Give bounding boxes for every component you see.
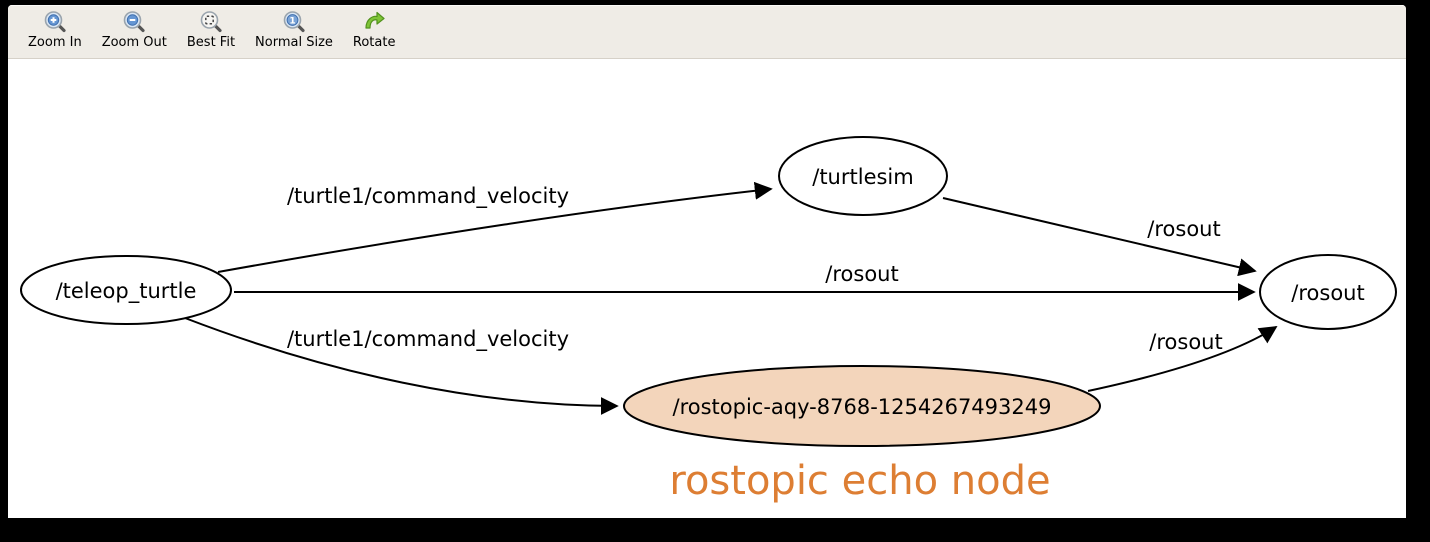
edge-teleop-to-rostopic <box>184 317 619 415</box>
zoom-in-button[interactable]: Zoom In <box>18 6 92 58</box>
edge-teleop-to-turtlesim <box>217 181 773 273</box>
node-graph-svg: /turtle1/command_velocity /rosout /turtl… <box>20 136 1397 504</box>
node-label-rosout: /rosout <box>1291 281 1364 305</box>
edge-label-rosout-upper-right: /rosout <box>1147 217 1220 241</box>
svg-text:1: 1 <box>289 16 295 26</box>
rotate-label: Rotate <box>352 35 396 50</box>
node-label-rostopic-echo: /rostopic-aqy-8768-1254267493249 <box>673 395 1052 419</box>
best-fit-icon <box>198 9 224 35</box>
node-rosout[interactable]: /rosout <box>1259 254 1397 330</box>
zoom-out-label: Zoom Out <box>101 35 167 50</box>
normal-size-label: Normal Size <box>255 35 333 50</box>
node-turtlesim[interactable]: /turtlesim <box>778 136 948 216</box>
node-rostopic-echo[interactable]: /rostopic-aqy-8768-1254267493249 <box>623 365 1101 447</box>
edge-label-rosout-lower-right: /rosout <box>1149 330 1222 354</box>
annotation-rostopic-echo-node: rostopic echo node <box>669 458 1050 504</box>
edge-label-command-velocity-bottom: /turtle1/command_velocity <box>287 327 569 352</box>
zoom-out-icon <box>121 9 147 35</box>
normal-size-icon: 1 <box>281 9 307 35</box>
zoom-out-button[interactable]: Zoom Out <box>92 6 177 58</box>
node-label-turtlesim: /turtlesim <box>812 165 913 189</box>
toolbar: Zoom In Zoom Out Best Fit <box>8 5 1406 59</box>
rxgraph-window: Zoom In Zoom Out Best Fit <box>8 5 1406 518</box>
edge-labels: /turtle1/command_velocity /rosout /turtl… <box>287 184 1223 354</box>
best-fit-label: Best Fit <box>186 35 236 50</box>
zoom-in-label: Zoom In <box>28 35 82 50</box>
edge-turtlesim-to-rosout <box>942 197 1257 277</box>
node-label-teleop-turtle: /teleop_turtle <box>56 279 197 304</box>
normal-size-button[interactable]: 1 Normal Size <box>245 6 343 58</box>
rotate-button[interactable]: Rotate <box>343 6 406 58</box>
zoom-in-icon <box>42 9 68 35</box>
edge-label-command-velocity-top: /turtle1/command_velocity <box>287 184 569 209</box>
rotate-icon <box>361 9 387 35</box>
edges <box>184 181 1278 415</box>
nodes: /teleop_turtle /turtlesim /rostopic-aqy-… <box>20 136 1397 447</box>
best-fit-button[interactable]: Best Fit <box>177 6 245 58</box>
graph-canvas[interactable]: /turtle1/command_velocity /rosout /turtl… <box>8 61 1406 518</box>
edge-rostopic-to-rosout <box>1087 326 1278 392</box>
node-teleop-turtle[interactable]: /teleop_turtle <box>20 255 232 325</box>
edge-label-rosout-middle: /rosout <box>825 262 898 286</box>
